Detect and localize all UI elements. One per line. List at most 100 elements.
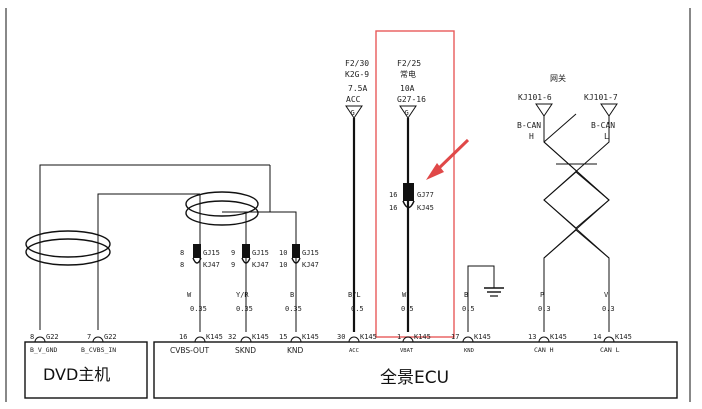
pointer-arrow bbox=[426, 138, 470, 180]
svg-text:0.3: 0.3 bbox=[602, 305, 615, 313]
wire-dvd-gnd bbox=[39, 164, 270, 330]
svg-text:G22: G22 bbox=[104, 333, 117, 341]
inline-connector-8: 8 GJ15 8 KJ47 bbox=[180, 244, 220, 269]
svg-text:16: 16 bbox=[179, 333, 187, 341]
dvd-pin-7: 7 G22 B_CVBS_IN bbox=[81, 333, 117, 354]
ecu-title: 全景ECU bbox=[380, 368, 449, 388]
svg-text:H: H bbox=[529, 132, 534, 141]
svg-text:GJ15: GJ15 bbox=[203, 249, 220, 257]
twisted-pair-can bbox=[543, 113, 610, 332]
inline-connector-10: 10 GJ15 10 KJ47 bbox=[279, 244, 319, 269]
svg-text:8: 8 bbox=[30, 333, 34, 341]
svg-text:10A: 10A bbox=[400, 84, 415, 93]
svg-text:GJ15: GJ15 bbox=[252, 249, 269, 257]
svg-text:K145: K145 bbox=[302, 333, 319, 341]
svg-text:8: 8 bbox=[180, 249, 184, 257]
fuse-right-terminal: G bbox=[399, 105, 417, 119]
ecu-pin-30: 30 K145 ACC bbox=[337, 333, 377, 354]
svg-text:17: 17 bbox=[451, 333, 459, 341]
dvd-box bbox=[24, 341, 148, 399]
svg-text:0.35: 0.35 bbox=[285, 305, 302, 313]
svg-text:10: 10 bbox=[279, 249, 287, 257]
svg-text:KJ101-7: KJ101-7 bbox=[584, 93, 618, 102]
svg-text:B_V_GND: B_V_GND bbox=[30, 346, 57, 354]
svg-text:W: W bbox=[402, 291, 407, 299]
fuse-left-terminal: G bbox=[345, 105, 363, 119]
ecu-pin-13: 13 K145 CAN H bbox=[528, 333, 567, 354]
gateway-wire-labels: B-CAN H B-CAN L bbox=[517, 121, 615, 141]
wire-ground bbox=[467, 265, 495, 332]
gateway-right-terminal bbox=[600, 103, 618, 117]
shield-ecu-inner bbox=[185, 200, 259, 226]
inline-connector-16: 16 GJ77 16 KJ45 bbox=[389, 183, 434, 212]
svg-text:K145: K145 bbox=[252, 333, 269, 341]
svg-text:KJ47: KJ47 bbox=[203, 261, 220, 269]
svg-text:32: 32 bbox=[228, 333, 236, 341]
ecu-pin-32: 32 K145 SKND bbox=[228, 333, 269, 355]
svg-text:KND: KND bbox=[464, 348, 474, 354]
svg-text:K145: K145 bbox=[206, 333, 223, 341]
svg-text:K145: K145 bbox=[550, 333, 567, 341]
svg-text:SKND: SKND bbox=[235, 346, 256, 355]
svg-text:ACC: ACC bbox=[346, 95, 361, 104]
ecu-pin-17: 17 K145 KND bbox=[451, 333, 491, 354]
svg-text:0.3: 0.3 bbox=[538, 305, 551, 313]
svg-text:7.5A: 7.5A bbox=[348, 84, 367, 93]
ecu-pin-15: 15 K145 KND bbox=[279, 333, 319, 355]
svg-text:K145: K145 bbox=[474, 333, 491, 341]
svg-text:K145: K145 bbox=[414, 333, 431, 341]
svg-text:B: B bbox=[464, 291, 468, 299]
svg-text:K2G-9: K2G-9 bbox=[345, 70, 369, 79]
highlight-box bbox=[375, 30, 455, 338]
fuse-right-label: F2/25 常电 10A G27-16 bbox=[397, 59, 426, 104]
svg-text:K145: K145 bbox=[615, 333, 632, 341]
svg-text:16: 16 bbox=[389, 204, 397, 212]
svg-text:G27-16: G27-16 bbox=[397, 95, 426, 104]
svg-text:0.35: 0.35 bbox=[236, 305, 253, 313]
svg-text:F2/25: F2/25 bbox=[397, 59, 421, 68]
ecu-pin-16: 16 K145 CVBS-OUT bbox=[170, 333, 223, 355]
gateway-pins: KJ101-6 KJ101-7 bbox=[518, 93, 618, 102]
svg-text:30: 30 bbox=[337, 333, 345, 341]
svg-text:0.5: 0.5 bbox=[351, 305, 364, 313]
ecu-pin-14: 14 K145 CAN L bbox=[593, 333, 632, 354]
svg-text:GJ77: GJ77 bbox=[417, 191, 434, 199]
svg-text:L: L bbox=[604, 132, 609, 141]
svg-text:常电: 常电 bbox=[400, 69, 416, 79]
svg-text:V: V bbox=[604, 291, 609, 299]
svg-text:CVBS-OUT: CVBS-OUT bbox=[170, 346, 209, 355]
shield-ecu bbox=[185, 191, 259, 217]
svg-text:B/L: B/L bbox=[348, 291, 361, 299]
inline-connector-9: 9 GJ15 9 KJ47 bbox=[231, 244, 269, 269]
svg-text:B: B bbox=[290, 291, 294, 299]
wire-dvd-cvbs bbox=[97, 193, 200, 330]
ecu-pin-1: 1 K145 VBAT bbox=[397, 333, 431, 354]
svg-text:B-CAN: B-CAN bbox=[517, 121, 541, 130]
svg-text:KND: KND bbox=[287, 346, 304, 355]
svg-text:9: 9 bbox=[231, 261, 235, 269]
ecu-box bbox=[153, 341, 678, 399]
svg-text:G22: G22 bbox=[46, 333, 59, 341]
wire-labels: W 0.35 Y/R 0.35 B 0.35 B/L 0.5 W 0.5 B 0… bbox=[187, 291, 615, 313]
svg-text:16: 16 bbox=[389, 191, 397, 199]
shield-dvd bbox=[25, 230, 111, 258]
svg-text:P: P bbox=[540, 291, 544, 299]
svg-text:10: 10 bbox=[279, 261, 287, 269]
fuse-left-label: F2/30 K2G-9 7.5A ACC bbox=[345, 59, 369, 104]
svg-text:13: 13 bbox=[528, 333, 536, 341]
svg-text:B_CVBS_IN: B_CVBS_IN bbox=[81, 346, 116, 354]
gateway-label: 网关 bbox=[550, 73, 566, 83]
svg-text:KJ101-6: KJ101-6 bbox=[518, 93, 552, 102]
svg-text:B-CAN: B-CAN bbox=[591, 121, 615, 130]
svg-text:1: 1 bbox=[397, 333, 401, 341]
svg-text:0.5: 0.5 bbox=[401, 305, 414, 313]
svg-text:GJ15: GJ15 bbox=[302, 249, 319, 257]
svg-text:15: 15 bbox=[279, 333, 287, 341]
svg-text:K145: K145 bbox=[360, 333, 377, 341]
svg-text:KJ45: KJ45 bbox=[417, 204, 434, 212]
svg-text:VBAT: VBAT bbox=[400, 348, 414, 354]
wire-knd bbox=[222, 211, 297, 332]
svg-text:8: 8 bbox=[180, 261, 184, 269]
gateway-left-terminal bbox=[535, 103, 553, 117]
